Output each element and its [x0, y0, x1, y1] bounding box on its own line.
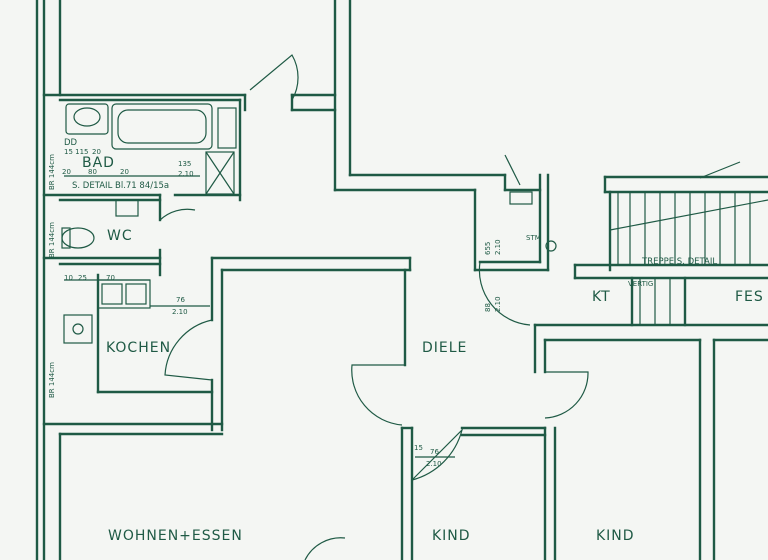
dim-bath-door-top: 135	[178, 160, 191, 168]
note-treppe: TREPPE S. DETAIL	[641, 257, 717, 267]
dim-bath-20b: 20	[120, 168, 129, 176]
kitchen-sink	[125, 283, 147, 305]
note-br-2: BR 144cm	[48, 222, 56, 258]
dim-bath-20a: 20	[62, 168, 71, 176]
pointer	[504, 154, 521, 186]
dim-kind-top: 76	[430, 448, 439, 456]
note-detail: S. DETAIL Bl.71 84/15a	[72, 181, 169, 191]
door-swing-closet	[478, 261, 531, 326]
toilet	[61, 227, 95, 249]
kitchen-sink	[101, 283, 123, 305]
note-dd: DD	[64, 138, 78, 148]
washing-machine-cross	[205, 151, 235, 195]
dim-bath-w: 80	[88, 168, 97, 176]
room-label-kind-1: KIND	[432, 528, 471, 544]
washbasin	[65, 103, 109, 135]
dim-kind-bot: 2.10	[426, 460, 442, 468]
chimney	[509, 191, 533, 205]
dim-wc-25: 25	[78, 274, 87, 282]
note-vertig: VERTIG	[628, 280, 653, 288]
room-label-kt: KT	[592, 289, 611, 305]
dim-closet-a: 655	[484, 242, 492, 255]
stove	[63, 314, 93, 344]
dim-kind-15: 15	[414, 444, 423, 452]
door-swing-right	[544, 371, 589, 419]
bathtub	[111, 103, 213, 150]
dim-wc-70: 70	[106, 274, 115, 282]
stove-burner	[72, 323, 84, 335]
washbasin-bowl	[73, 107, 101, 127]
door-swing-living	[304, 537, 346, 560]
dim-closet-b: 2.10	[494, 239, 502, 255]
note-dd-value: 15 115	[64, 148, 89, 156]
room-label-kochen: KOCHEN	[106, 340, 171, 356]
stm-label: STM	[526, 234, 541, 242]
bathtub-inner	[117, 109, 207, 144]
pipe	[545, 240, 557, 252]
dim-kitchen-bot: 2.10	[172, 308, 188, 316]
room-label-kind-2: KIND	[596, 528, 635, 544]
note-br-1: BR 144cm	[48, 154, 56, 190]
dim-hall-top: 88	[484, 303, 492, 312]
washing-machine	[205, 151, 235, 195]
room-label-wc: WC	[107, 228, 133, 244]
staircase	[609, 192, 768, 325]
dim-bath-door-bot: 2.10	[178, 170, 194, 178]
room-label-wohnen-essen: WOHNEN+ESSEN	[108, 528, 243, 544]
toilet-tank	[61, 227, 71, 249]
door-swing-kind	[411, 428, 464, 481]
door-swing-kitchen	[164, 319, 213, 381]
note-br-3: BR 144cm	[48, 362, 56, 398]
door-swing-diele	[351, 364, 405, 426]
hand-basin	[115, 199, 139, 217]
dim-wc-10: 10	[64, 274, 73, 282]
door-swing-top	[249, 54, 299, 101]
door-swing-bath	[159, 208, 196, 221]
pointer	[699, 161, 741, 179]
dim-kitchen-top: 76	[176, 296, 185, 304]
room-label-diele: DIELE	[422, 340, 467, 356]
dim-hall-bot: 2.10	[494, 296, 502, 312]
dim-bath-20c: 20	[92, 148, 101, 156]
room-label-fes: FES	[735, 289, 764, 305]
room-label-bad: BAD	[82, 155, 115, 171]
radiator	[217, 107, 237, 149]
